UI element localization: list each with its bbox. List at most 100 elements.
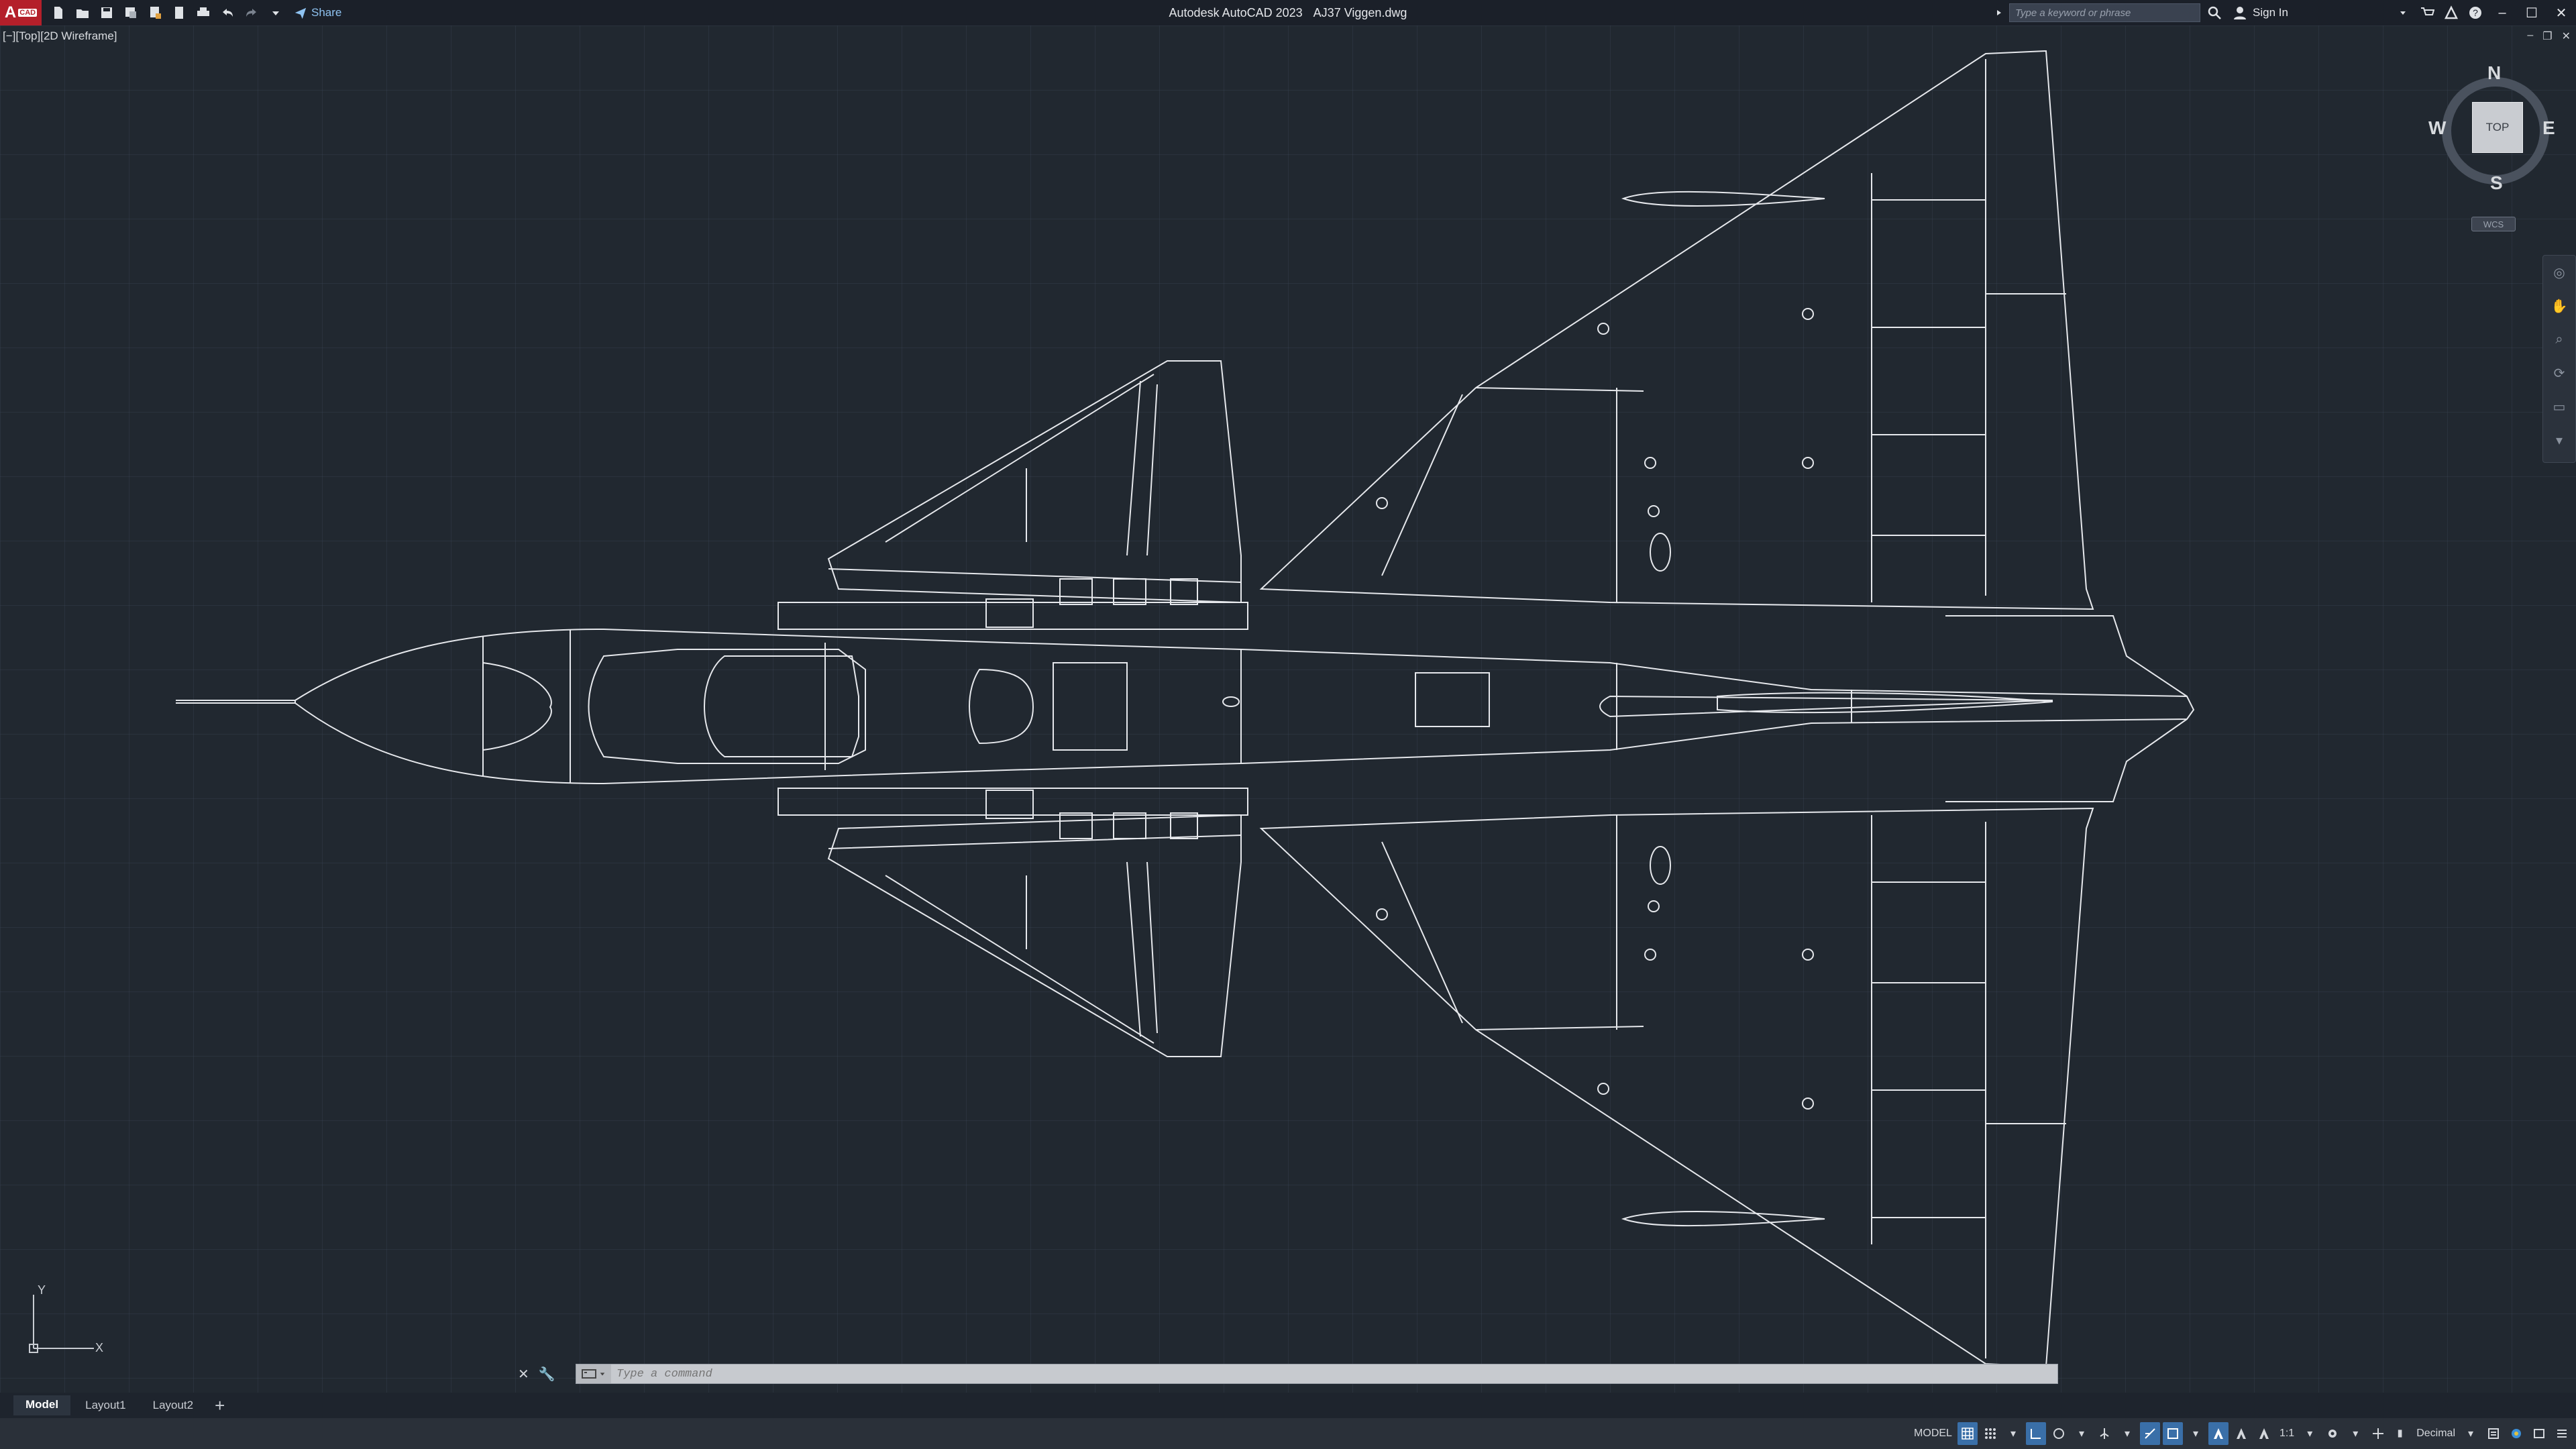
help-button[interactable]: ? bbox=[2463, 3, 2487, 23]
steering-wheel-icon[interactable]: ◎ bbox=[2553, 265, 2565, 280]
customize-toolbar-button[interactable] bbox=[266, 3, 286, 23]
save-button[interactable] bbox=[97, 3, 117, 23]
object-snap-tracking-toggle[interactable] bbox=[2139, 1422, 2160, 1445]
pan-icon[interactable]: ✋ bbox=[2551, 299, 2568, 314]
compass-north[interactable]: N bbox=[2487, 62, 2502, 83]
command-line-controls: ✕ 🔧 bbox=[518, 1364, 573, 1384]
compass-south[interactable]: S bbox=[2490, 172, 2503, 193]
maximize-window-button[interactable]: ☐ bbox=[2526, 5, 2538, 21]
grid-toggle[interactable] bbox=[1957, 1422, 1978, 1445]
publish-button[interactable] bbox=[145, 3, 165, 23]
close-window-button[interactable]: ✕ bbox=[2555, 5, 2567, 21]
ortho-toggle[interactable] bbox=[2025, 1422, 2046, 1445]
tab-layout1[interactable]: Layout1 bbox=[85, 1399, 126, 1411]
customization-menu[interactable] bbox=[2552, 1422, 2572, 1445]
quick-properties-toggle[interactable] bbox=[2483, 1422, 2504, 1445]
new-file-button[interactable] bbox=[48, 3, 68, 23]
aircraft-drawing[interactable] bbox=[0, 25, 2576, 1393]
isodraft-icon bbox=[2100, 1428, 2109, 1439]
compass-west[interactable]: W bbox=[2428, 117, 2447, 138]
annotation-scale[interactable]: 1:1 bbox=[2279, 1428, 2295, 1439]
isodraft-toggle[interactable] bbox=[2094, 1422, 2114, 1445]
navbar-menu-icon[interactable]: ▾ bbox=[2555, 433, 2563, 448]
workspace-switch[interactable] bbox=[2322, 1422, 2343, 1445]
isolate-objects-toggle[interactable] bbox=[2506, 1422, 2526, 1445]
upper-main-wing bbox=[1259, 50, 2094, 610]
tab-model[interactable]: Model bbox=[13, 1395, 71, 1415]
search-icon[interactable] bbox=[2207, 5, 2222, 20]
units-bar-icon bbox=[2398, 1430, 2402, 1438]
compass-east[interactable]: E bbox=[2542, 117, 2555, 138]
redo-button[interactable] bbox=[241, 3, 262, 23]
nose-cone-panel bbox=[482, 661, 552, 751]
tab-layout2[interactable]: Layout2 bbox=[152, 1399, 194, 1411]
osnap-dropdown[interactable]: ▾ bbox=[2192, 1428, 2198, 1440]
send-icon bbox=[294, 7, 307, 19]
help-icon: ? bbox=[2469, 7, 2481, 19]
fuselage-frames bbox=[482, 629, 1852, 784]
annotation-scale-icon[interactable] bbox=[2254, 1422, 2274, 1445]
command-line[interactable] bbox=[576, 1364, 2058, 1384]
add-layout-button[interactable]: + bbox=[215, 1395, 225, 1415]
annotation-monitor[interactable] bbox=[2368, 1422, 2388, 1445]
scale-dropdown[interactable]: ▾ bbox=[2307, 1428, 2313, 1440]
command-input[interactable] bbox=[611, 1366, 2020, 1381]
auto-scale-toggle[interactable] bbox=[2231, 1422, 2251, 1445]
annotation-visibility-toggle[interactable] bbox=[2208, 1422, 2229, 1445]
plot-preview-button[interactable] bbox=[169, 3, 189, 23]
units-icon[interactable] bbox=[2391, 1422, 2411, 1445]
status-bar: MODEL ▾ ▾ ▾ ▾ 1:1 ▾ ▾ Decimal ▾ bbox=[0, 1418, 2576, 1449]
object-snap-toggle[interactable] bbox=[2162, 1422, 2183, 1445]
viewport-controls-label[interactable]: [−][Top][2D Wireframe] bbox=[3, 30, 117, 42]
upper-wingtip-pod bbox=[1621, 191, 1825, 207]
store-button[interactable] bbox=[2415, 3, 2439, 23]
auto-scale-icon bbox=[2236, 1428, 2246, 1439]
lower-wing-marker-b bbox=[1597, 1083, 1609, 1095]
isodraft-dropdown[interactable]: ▾ bbox=[2124, 1428, 2130, 1440]
drawing-viewport[interactable]: [−][Top][2D Wireframe] – ❐ ✕ TOP N S E W… bbox=[0, 25, 2576, 1393]
minimize-window-button[interactable]: – bbox=[2498, 5, 2506, 20]
orbit-icon[interactable]: ⟳ bbox=[2553, 366, 2565, 381]
lower-wing-marker-e bbox=[1802, 949, 1814, 961]
model-space-toggle[interactable]: MODEL bbox=[1914, 1428, 1952, 1439]
doc-close-button[interactable]: ✕ bbox=[2561, 31, 2571, 42]
equipment-bay bbox=[1053, 662, 1128, 751]
undo-button[interactable] bbox=[217, 3, 237, 23]
sign-in-button[interactable]: Sign In bbox=[2233, 5, 2288, 20]
save-as-button[interactable] bbox=[121, 3, 141, 23]
plot-button[interactable] bbox=[193, 3, 213, 23]
doc-minimize-button[interactable]: – bbox=[2527, 30, 2534, 41]
fullscreen-toggle[interactable] bbox=[2529, 1422, 2549, 1445]
snap-toggle[interactable] bbox=[1980, 1422, 2000, 1445]
polar-tracking-toggle[interactable] bbox=[2049, 1422, 2069, 1445]
upper-wing-marker-f bbox=[1648, 505, 1660, 517]
search-input[interactable]: Type a keyword or phrase bbox=[2009, 3, 2200, 22]
units-dropdown[interactable]: ▾ bbox=[2467, 1428, 2474, 1440]
app-menu-button[interactable]: A CAD bbox=[0, 0, 42, 25]
autodesk-account-button[interactable] bbox=[2439, 3, 2463, 23]
showmotion-icon[interactable]: ▭ bbox=[2553, 399, 2566, 415]
properties-icon bbox=[2488, 1428, 2499, 1439]
expand-icon[interactable] bbox=[1996, 8, 2002, 17]
close-command-line-icon[interactable]: ✕ bbox=[518, 1366, 529, 1382]
zoom-extents-icon[interactable]: ⌕ bbox=[2555, 331, 2563, 347]
viewcube[interactable]: TOP N S E W bbox=[2428, 62, 2563, 198]
open-file-button[interactable] bbox=[72, 3, 93, 23]
lower-wing-lines bbox=[1381, 815, 2066, 1358]
viewcube-top-face[interactable]: TOP bbox=[2472, 102, 2523, 153]
customize-command-icon[interactable]: 🔧 bbox=[538, 1366, 555, 1382]
doc-restore-button[interactable]: ❐ bbox=[2542, 31, 2553, 42]
snap-dropdown[interactable]: ▾ bbox=[2010, 1428, 2016, 1440]
polar-dropdown[interactable]: ▾ bbox=[2078, 1428, 2084, 1440]
fuselage-outline bbox=[294, 628, 2195, 785]
fuel-cap bbox=[1222, 696, 1240, 707]
workspace-dropdown[interactable]: ▾ bbox=[2353, 1428, 2359, 1440]
lower-main-wing bbox=[1259, 807, 2094, 1368]
chevron-down-icon bbox=[2400, 11, 2406, 15]
command-history-dropdown[interactable] bbox=[576, 1364, 611, 1383]
units-selector[interactable]: Decimal bbox=[2416, 1428, 2455, 1439]
share-button[interactable]: Share bbox=[294, 6, 341, 19]
sign-in-dropdown[interactable] bbox=[2391, 3, 2415, 23]
upper-canard-root bbox=[777, 602, 1248, 630]
wcs-menu[interactable]: WCS bbox=[2471, 217, 2516, 231]
